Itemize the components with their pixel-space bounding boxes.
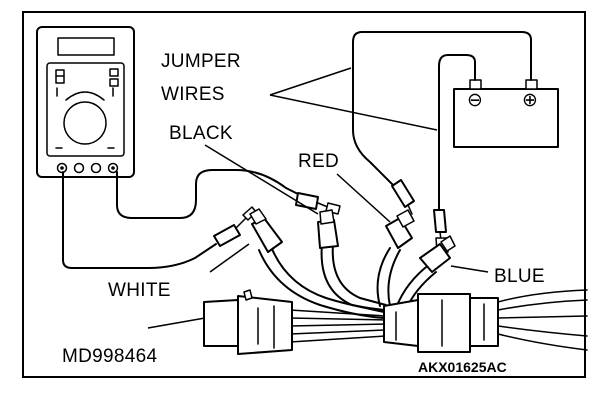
connector-boot-blue — [419, 235, 456, 273]
multimeter-rotary-dial — [63, 101, 107, 145]
leader-blue — [450, 265, 489, 273]
meter-probe-right — [295, 192, 341, 215]
jumper-wire-battery-positive — [352, 31, 532, 189]
battery-positive-terminal — [525, 79, 538, 90]
multimeter — [36, 26, 135, 178]
label-jumper-wires-line1: JUMPER — [161, 51, 241, 72]
meter-lead-left — [62, 171, 217, 269]
leader-red — [336, 173, 391, 223]
leader-white — [209, 243, 250, 273]
label-red: RED — [298, 151, 339, 172]
multimeter-jacks — [56, 162, 119, 174]
battery-negative-terminal — [469, 79, 482, 90]
label-white: WHITE — [108, 280, 171, 301]
battery-positive-symbol: ⊕ — [522, 90, 538, 111]
label-black: BLACK — [169, 123, 233, 144]
leader-jumper-to-negative-wire — [269, 94, 438, 131]
meter-probe-left — [213, 206, 257, 247]
connector-boot-black — [317, 209, 339, 249]
multimeter-display — [57, 37, 115, 56]
label-tool-md998464: MD998464 — [62, 346, 157, 367]
leader-md998464 — [147, 317, 206, 329]
jumper-clip-red — [391, 179, 415, 215]
test-harness-md998464 — [203, 289, 588, 355]
diagram-border — [22, 11, 586, 378]
battery: ⊖ ⊕ — [453, 79, 559, 148]
battery-negative-symbol: ⊖ — [467, 90, 483, 111]
leader-black — [204, 144, 319, 215]
harness-wire-black — [320, 243, 387, 313]
leader-lines — [147, 67, 489, 329]
harness-wire-red — [376, 247, 401, 307]
label-jumper-wires-line2: WIRES — [161, 84, 225, 105]
jumper-wire-battery-negative — [438, 54, 476, 211]
meter-lead-right — [116, 169, 303, 219]
connector-boot-red — [385, 209, 415, 249]
leader-jumper-to-positive-wire — [269, 67, 352, 96]
connector-boot-white — [249, 208, 283, 253]
figure-code: AKX01625AC — [418, 359, 507, 375]
label-blue: BLUE — [494, 266, 545, 287]
